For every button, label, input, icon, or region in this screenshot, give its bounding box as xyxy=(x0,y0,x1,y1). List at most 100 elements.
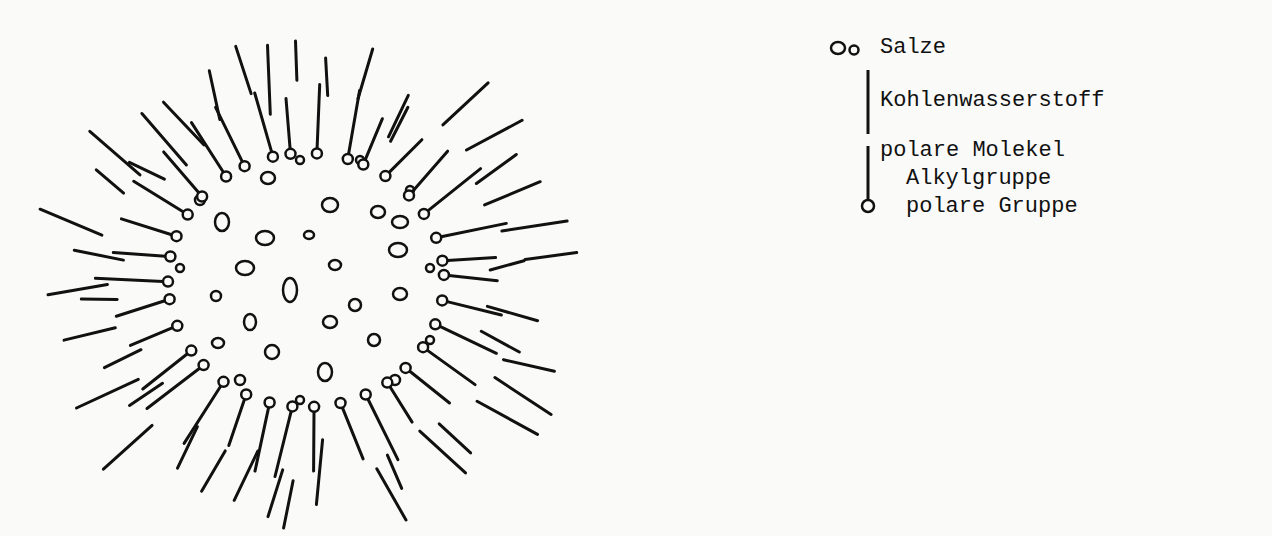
alkyl-chain xyxy=(447,258,495,261)
polar-head xyxy=(186,346,196,356)
hydrocarbon xyxy=(476,155,516,184)
hydrocarbon xyxy=(268,470,283,517)
polar-head xyxy=(165,252,175,262)
salt-sample-small xyxy=(850,46,859,55)
salt-ion xyxy=(261,172,275,184)
polar-head xyxy=(163,277,173,287)
polar-head xyxy=(287,401,297,411)
polar-head xyxy=(437,295,447,305)
hydrocarbon xyxy=(209,71,220,120)
alkyl-chain xyxy=(368,399,398,460)
alkyl-chain xyxy=(229,399,245,445)
alkyl-chain xyxy=(312,412,315,471)
legend-salts: Salze xyxy=(880,35,946,61)
alkyl-chain xyxy=(130,328,172,346)
hydrocarbon xyxy=(481,331,519,352)
polar-head xyxy=(361,390,371,400)
polar-head xyxy=(268,152,278,162)
polar-head xyxy=(309,402,319,412)
hydrocarbon xyxy=(525,253,577,260)
polar-head xyxy=(172,321,182,331)
polar-head xyxy=(219,377,229,387)
polar-head xyxy=(221,172,231,182)
polar-head xyxy=(380,171,390,181)
alkyl-chain xyxy=(365,119,382,160)
polar-head xyxy=(439,270,449,280)
polar-head xyxy=(183,210,193,220)
polar-head xyxy=(241,389,251,399)
hydrocarbon xyxy=(130,383,163,405)
hydrocarbon xyxy=(81,298,117,302)
hydrocarbon xyxy=(377,469,406,520)
salt-ion xyxy=(211,291,221,301)
hydrocarbon xyxy=(490,261,524,270)
polar-head xyxy=(199,360,209,370)
hydrocarbon xyxy=(504,360,555,372)
salt-ion xyxy=(236,261,254,275)
alkyl-chain xyxy=(184,386,221,443)
legend-samples xyxy=(831,42,874,212)
salt-ion xyxy=(176,264,184,272)
hydrocarbon xyxy=(391,107,408,141)
hydrocarbon xyxy=(96,170,123,193)
alkyl-chain xyxy=(412,151,447,192)
polar-head xyxy=(401,363,411,373)
salt-ion xyxy=(392,216,408,228)
salt-sample-large xyxy=(831,42,845,54)
hydrocarbon xyxy=(236,46,251,93)
reverse-micelle xyxy=(40,41,577,528)
hydrocarbon xyxy=(103,425,152,469)
polar-head xyxy=(419,209,429,219)
salt-ion xyxy=(426,264,434,272)
legend-hydrocarbon: Kohlenwasserstoff xyxy=(880,88,1104,114)
alkyl-chain xyxy=(440,326,497,353)
hydrocarbon xyxy=(40,209,102,235)
hydrocarbon xyxy=(358,49,373,99)
hydrocarbon xyxy=(164,102,204,145)
hydrocarbon xyxy=(74,250,123,260)
polar-head xyxy=(418,342,428,352)
hydrocarbon xyxy=(202,451,226,491)
salt-ion xyxy=(296,156,304,164)
alkyl-chain xyxy=(192,123,224,173)
polar-head-sample xyxy=(862,200,874,212)
alkyl-chain xyxy=(449,276,497,281)
salt-ion xyxy=(368,334,380,346)
alkyl-chain xyxy=(441,223,506,236)
hydrocarbon xyxy=(420,431,466,473)
hydrocarbon xyxy=(485,182,541,205)
hydrocarbon xyxy=(487,306,537,320)
salt-ion xyxy=(304,231,314,239)
polar-head xyxy=(197,192,207,202)
hydrocarbon xyxy=(443,83,488,125)
salt-ion xyxy=(322,198,338,212)
hydrocarbon xyxy=(467,120,523,150)
alkyl-chain xyxy=(342,408,363,459)
polar-head xyxy=(172,231,182,241)
salt-ion xyxy=(323,316,337,328)
salt-ion xyxy=(318,363,332,381)
hydrocarbon xyxy=(178,427,198,468)
salt-ion xyxy=(265,345,279,359)
alkyl-chain xyxy=(143,354,188,389)
hydrocarbon xyxy=(477,401,537,434)
salt-ion xyxy=(235,375,245,385)
legend-polar-group: polare Gruppe xyxy=(906,194,1078,220)
polar-head xyxy=(165,294,175,304)
hydrocarbon xyxy=(90,131,140,175)
hydrocarbon xyxy=(316,440,322,505)
salt-ion xyxy=(256,231,274,245)
polar-head xyxy=(312,148,322,158)
salt-ion xyxy=(283,278,297,302)
hydrocarbon xyxy=(129,162,164,179)
alkyl-chain xyxy=(95,278,163,281)
legend-polar-molecule: polare Molekel xyxy=(880,138,1065,164)
alkyl-chain xyxy=(390,387,412,422)
legend-alkyl-group: Alkylgruppe xyxy=(906,166,1051,192)
alkyl-chain xyxy=(286,99,290,149)
polar-head xyxy=(265,398,275,408)
alkyl-chain xyxy=(121,219,171,235)
salt-ion xyxy=(389,243,407,257)
polar-head xyxy=(358,160,368,170)
